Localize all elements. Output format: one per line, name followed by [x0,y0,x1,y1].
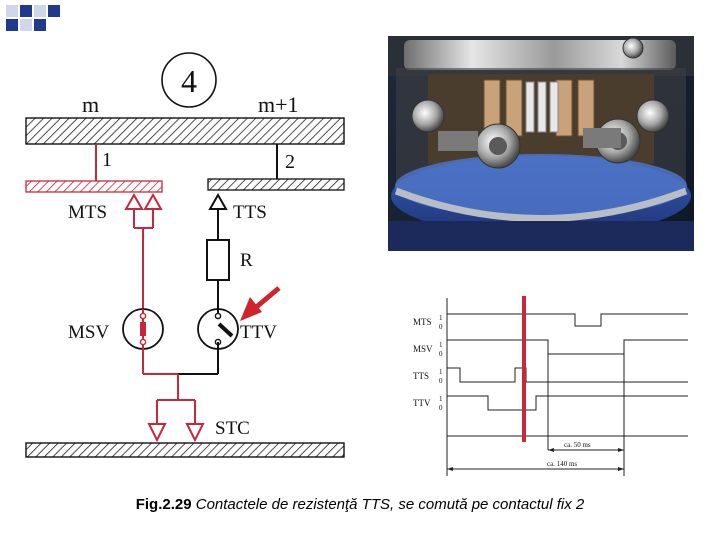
signal-mts-low: 0 [439,323,443,331]
bottom-busbar [25,442,345,458]
stc-label: STC [215,418,250,439]
signal-label-mts: MTS [413,317,432,327]
top-busbar [25,117,345,145]
waveform-mts [447,313,688,327]
mts-label: MTS [68,202,107,223]
signal-ttv-high: 1 [439,395,443,403]
diverter-switch-photo [388,36,694,251]
bar-right-label: m+1 [258,92,299,117]
waveform-msv [447,339,688,355]
decor-square [34,5,46,17]
ttv-pointer-arrow [240,286,281,321]
waveform-ttv [447,395,688,411]
signal-tts-high: 1 [439,368,443,376]
contact-2-label: 2 [285,151,295,173]
figure-number: Fig.2.29 [135,496,192,513]
decor-square [34,19,46,31]
resistor-label: R [240,250,253,271]
msv-interrupter [122,308,164,350]
duration-long-label: ca. 140 ms [547,460,577,468]
step-number: 4 [181,63,197,99]
figure-caption: Fig.2.29 Contactele de rezistenţă TTS, s… [0,496,720,513]
decor-square [20,5,32,17]
stc-contact-arrows [147,400,205,443]
signal-label-ttv: TTV [413,398,431,408]
resistor [206,239,230,281]
duration-short-label: ca. 50 ms [564,441,591,449]
tts-label: TTS [233,202,267,223]
msv-label: MSV [68,322,109,343]
tts-contact-arrow [208,192,228,210]
waveform-tts [447,367,688,383]
signal-mts-high: 1 [439,314,443,322]
signal-msv-low: 0 [439,350,443,358]
signal-tts-low: 0 [439,377,443,385]
caption-text: Contactele de rezistenţă TTS, se comută … [191,496,585,513]
ttv-label: TTV [240,322,277,343]
signal-label-tts: TTS [413,371,429,381]
signal-msv-high: 1 [439,341,443,349]
step-indicator: 4 [161,52,217,108]
contact-1-strip [25,180,163,193]
mts-contact-arrows [124,192,163,228]
contact-1-label: 1 [102,149,112,171]
tap-changer-schematic: 4 m m+1 1 2 MTS TTS R [25,52,345,458]
decor-square [20,19,32,31]
timing-diagram: MTS 1 0 MSV 1 0 TTS 1 0 TTV 1 0 ca. 50 m… [413,296,688,476]
decor-square [48,5,60,17]
signal-label-msv: MSV [413,344,433,354]
decor-square [6,5,18,17]
signal-ttv-low: 0 [439,404,443,412]
decor-square [6,19,18,31]
contact-2-strip [207,178,345,191]
ttv-interrupter [197,308,239,350]
bar-left-label: m [82,92,99,117]
